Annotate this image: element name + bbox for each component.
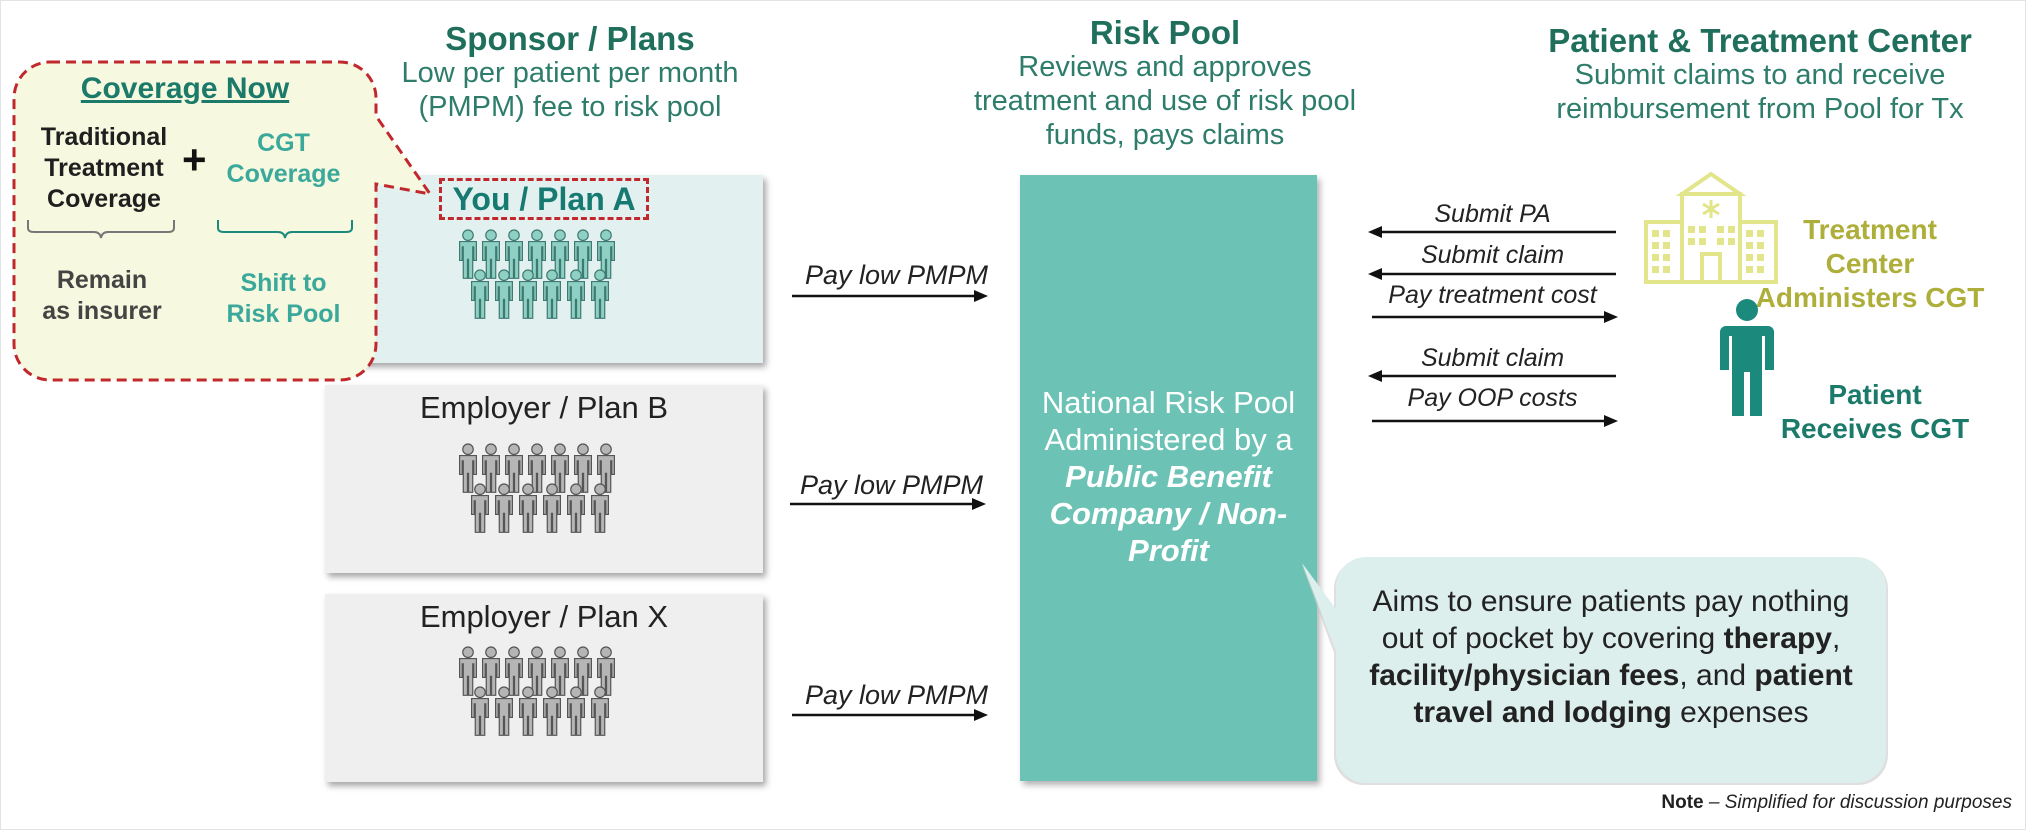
patient-title: Patient & Treatment Center: [1548, 22, 1972, 59]
plan-a-label: You / Plan A: [439, 178, 649, 220]
traditional-coverage-label: Traditional Treatment Coverage: [24, 122, 184, 215]
shift-risk-pool-label: Shift to Risk Pool: [206, 268, 361, 330]
sponsor-title: Sponsor / Plans: [445, 20, 695, 57]
remain-insurer-label: Remain as insurer: [22, 265, 182, 327]
coverage-line: Remain: [56, 266, 148, 294]
pool-line: Public Benefit: [1065, 459, 1272, 494]
flow-label: Submit PA: [1434, 200, 1551, 228]
note-text: – Simplified for discussion purposes: [1703, 792, 2012, 813]
callout-segment: , and: [1679, 659, 1755, 692]
callout-bold: facility/physician fees: [1369, 659, 1680, 692]
aims-callout-text: Aims to ensure patients pay nothing out …: [1336, 583, 1886, 731]
coverage-line: Risk Pool: [226, 300, 341, 328]
pool-line: Company / Non-: [1049, 496, 1288, 531]
callout-segment: ,: [1831, 622, 1841, 655]
patient-header: Patient & Treatment Center Submit claims…: [1520, 24, 2000, 126]
sponsor-subtitle: Low per patient per month: [401, 57, 739, 89]
pool-line: Administered by a: [1044, 422, 1293, 457]
arrow-left-icon: [1368, 226, 1616, 238]
pool-header: Risk Pool Reviews and approves treatment…: [940, 16, 1390, 152]
arrow-left-icon: [1368, 268, 1616, 280]
plan-b-panel: [325, 385, 763, 573]
plus-icon: +: [182, 136, 207, 183]
risk-pool-box: [1020, 175, 1317, 781]
people-group-icon: [459, 229, 615, 319]
callout-line: travel and lodging expenses: [1336, 694, 1886, 731]
arrow-left-icon: [1368, 370, 1616, 382]
patient-subtitle: reimbursement from Pool for Tx: [1556, 93, 1964, 125]
coverage-line: Treatment: [44, 154, 164, 182]
hospital-building-icon: [1644, 171, 1778, 284]
pool-line: Profit: [1128, 533, 1209, 568]
plan-a-label-wrap: You / Plan A: [325, 178, 763, 220]
treatment-center-line: Treatment: [1803, 214, 1937, 245]
pool-title: Risk Pool: [1089, 14, 1241, 51]
arrow-right-icon: [1372, 311, 1618, 323]
brace-icon: [27, 220, 175, 239]
pmpm-label: Pay low PMPM: [805, 260, 989, 290]
coverage-line: as insurer: [42, 297, 162, 325]
pool-subtitle: treatment and use of risk pool: [973, 85, 1357, 117]
callout-bold: therapy: [1723, 622, 1832, 655]
callout-line: Aims to ensure patients pay nothing: [1372, 585, 1850, 618]
patient-line: Patient: [1828, 379, 1922, 410]
sponsor-header: Sponsor / Plans Low per patient per mont…: [355, 22, 785, 124]
arrow-right-icon: [790, 498, 986, 510]
pool-subtitle: funds, pays claims: [1045, 119, 1285, 151]
note-label: Note: [1661, 792, 1704, 813]
plan-x-panel: [325, 594, 763, 782]
flow-label: Pay treatment cost: [1388, 281, 1597, 309]
footnote: Note – Simplified for discussion purpose…: [1550, 792, 2012, 814]
people-group-icon: [459, 646, 615, 736]
coverage-line: Coverage: [226, 160, 341, 188]
plan-x-label: Employer / Plan X: [419, 599, 669, 634]
cgt-coverage-label: CGT Coverage: [216, 128, 351, 190]
treatment-center-line: Administers CGT: [1755, 282, 1985, 313]
pool-subtitle: Reviews and approves: [1018, 51, 1312, 83]
treatment-center-label: Treatment Center Administers CGT: [1740, 213, 2000, 315]
patient-subtitle: Submit claims to and receive: [1574, 59, 1946, 91]
sponsor-subtitle: (PMPM) fee to risk pool: [418, 91, 722, 123]
coverage-line: Shift to: [240, 269, 327, 297]
patient-line: Receives CGT: [1780, 413, 1970, 444]
pmpm-label: Pay low PMPM: [800, 470, 984, 500]
aims-callout-bubble: [1302, 557, 1888, 785]
coverage-line: Coverage: [47, 185, 161, 213]
coverage-callout-bubble: [12, 60, 434, 382]
callout-bold: travel and lodging: [1413, 696, 1672, 729]
arrow-right-icon: [792, 290, 988, 302]
pmpm-label: Pay low PMPM: [805, 680, 989, 710]
flow-label: Submit claim: [1420, 344, 1565, 372]
flow-label: Pay OOP costs: [1407, 384, 1578, 412]
pool-line: National Risk Pool: [1041, 385, 1296, 420]
brace-icon: [217, 220, 353, 239]
coverage-line: CGT: [257, 129, 310, 157]
callout-line: out of pocket by covering therapy,: [1336, 620, 1886, 657]
risk-pool-text: National Risk Pool Administered by a Pub…: [1020, 384, 1317, 569]
arrow-right-icon: [1372, 415, 1618, 427]
callout-bold: patient: [1754, 659, 1853, 692]
arrow-right-icon: [792, 709, 988, 721]
patient-label: Patient Receives CGT: [1770, 378, 1980, 446]
treatment-center-line: Center: [1825, 248, 1915, 279]
callout-segment: expenses: [1671, 696, 1809, 729]
flow-label: Submit claim: [1420, 241, 1565, 269]
patient-icon: [1720, 299, 1774, 416]
coverage-line: Traditional: [40, 123, 168, 151]
people-group-icon: [459, 443, 615, 533]
callout-segment: out of pocket by covering: [1381, 622, 1724, 655]
plan-a-panel: [325, 175, 763, 363]
plan-b-label: Employer / Plan B: [419, 390, 669, 425]
callout-line: facility/physician fees, and patient: [1336, 657, 1886, 694]
coverage-title: Coverage Now: [80, 72, 290, 105]
